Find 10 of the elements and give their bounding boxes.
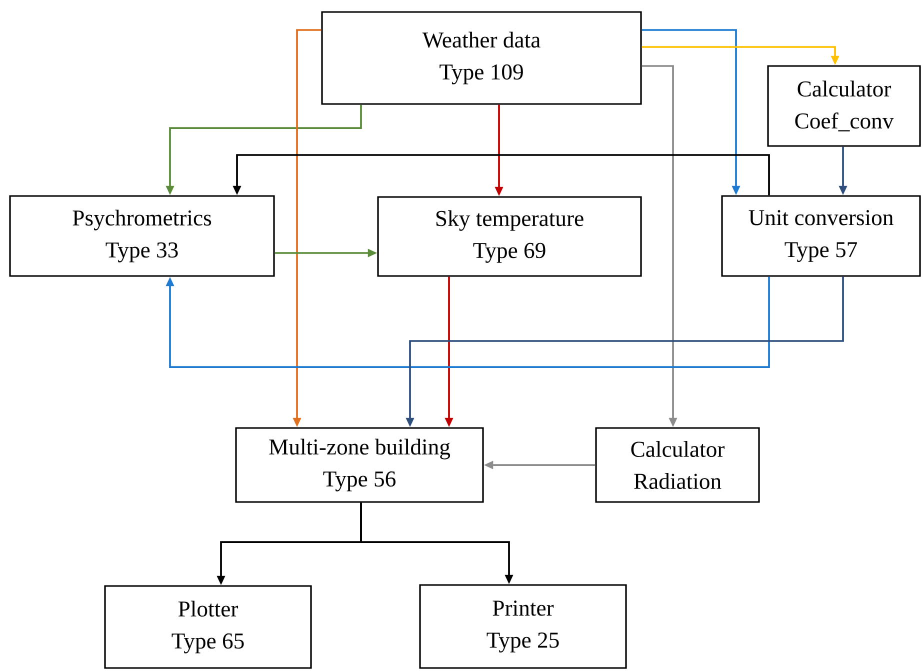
- process-box: Multi-zone building Type 56: [235, 427, 484, 503]
- process-box: Weather data Type 109: [321, 11, 642, 105]
- arrow: [166, 276, 770, 368]
- process-box: Unit conversion Type 57: [721, 195, 921, 277]
- process-box: Psychrometrics Type 33: [9, 195, 275, 277]
- process-box: Plotter Type 65: [104, 585, 312, 669]
- process-box: Printer Type 25: [419, 584, 627, 669]
- process-box: Calculator Coef_conv: [767, 65, 921, 147]
- process-box: Sky temperature Type 69: [377, 196, 642, 277]
- process-box: Calculator Radiation: [595, 427, 760, 503]
